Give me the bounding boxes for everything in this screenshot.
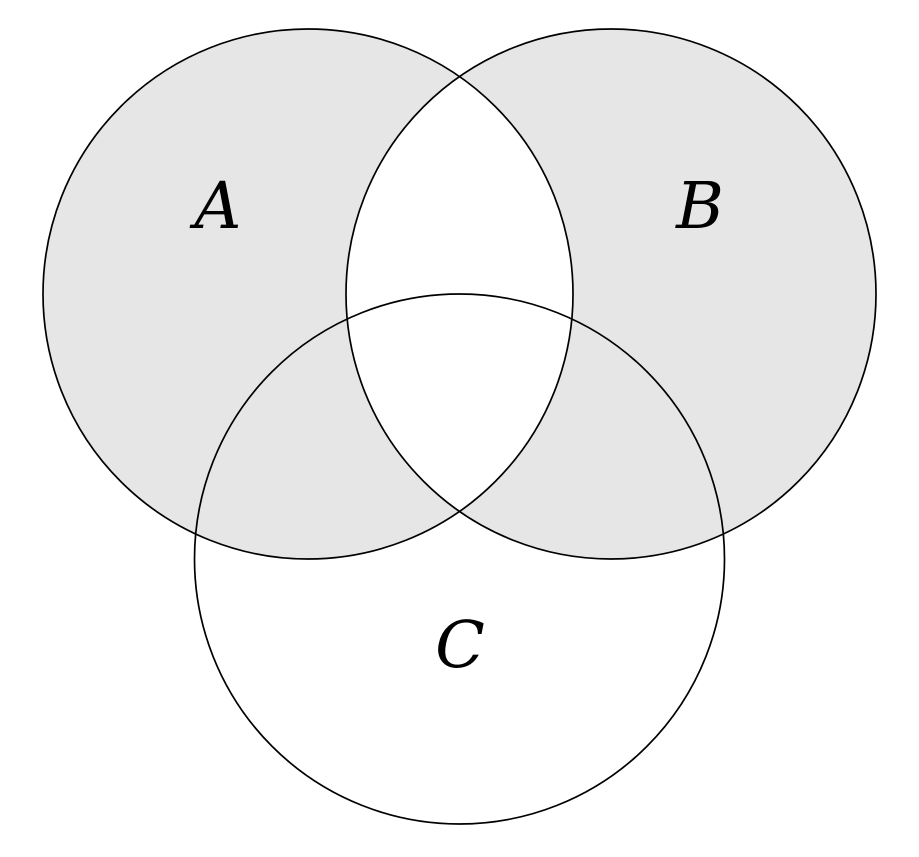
shaded-region-a-xor-b <box>43 29 876 559</box>
set-b-label: B <box>675 169 724 244</box>
circle-c-outline <box>193 293 726 825</box>
circle-a-outline <box>42 28 574 560</box>
set-c-label: C <box>435 608 485 683</box>
set-a-label: A <box>190 169 242 244</box>
circle-b-outline <box>345 28 877 560</box>
